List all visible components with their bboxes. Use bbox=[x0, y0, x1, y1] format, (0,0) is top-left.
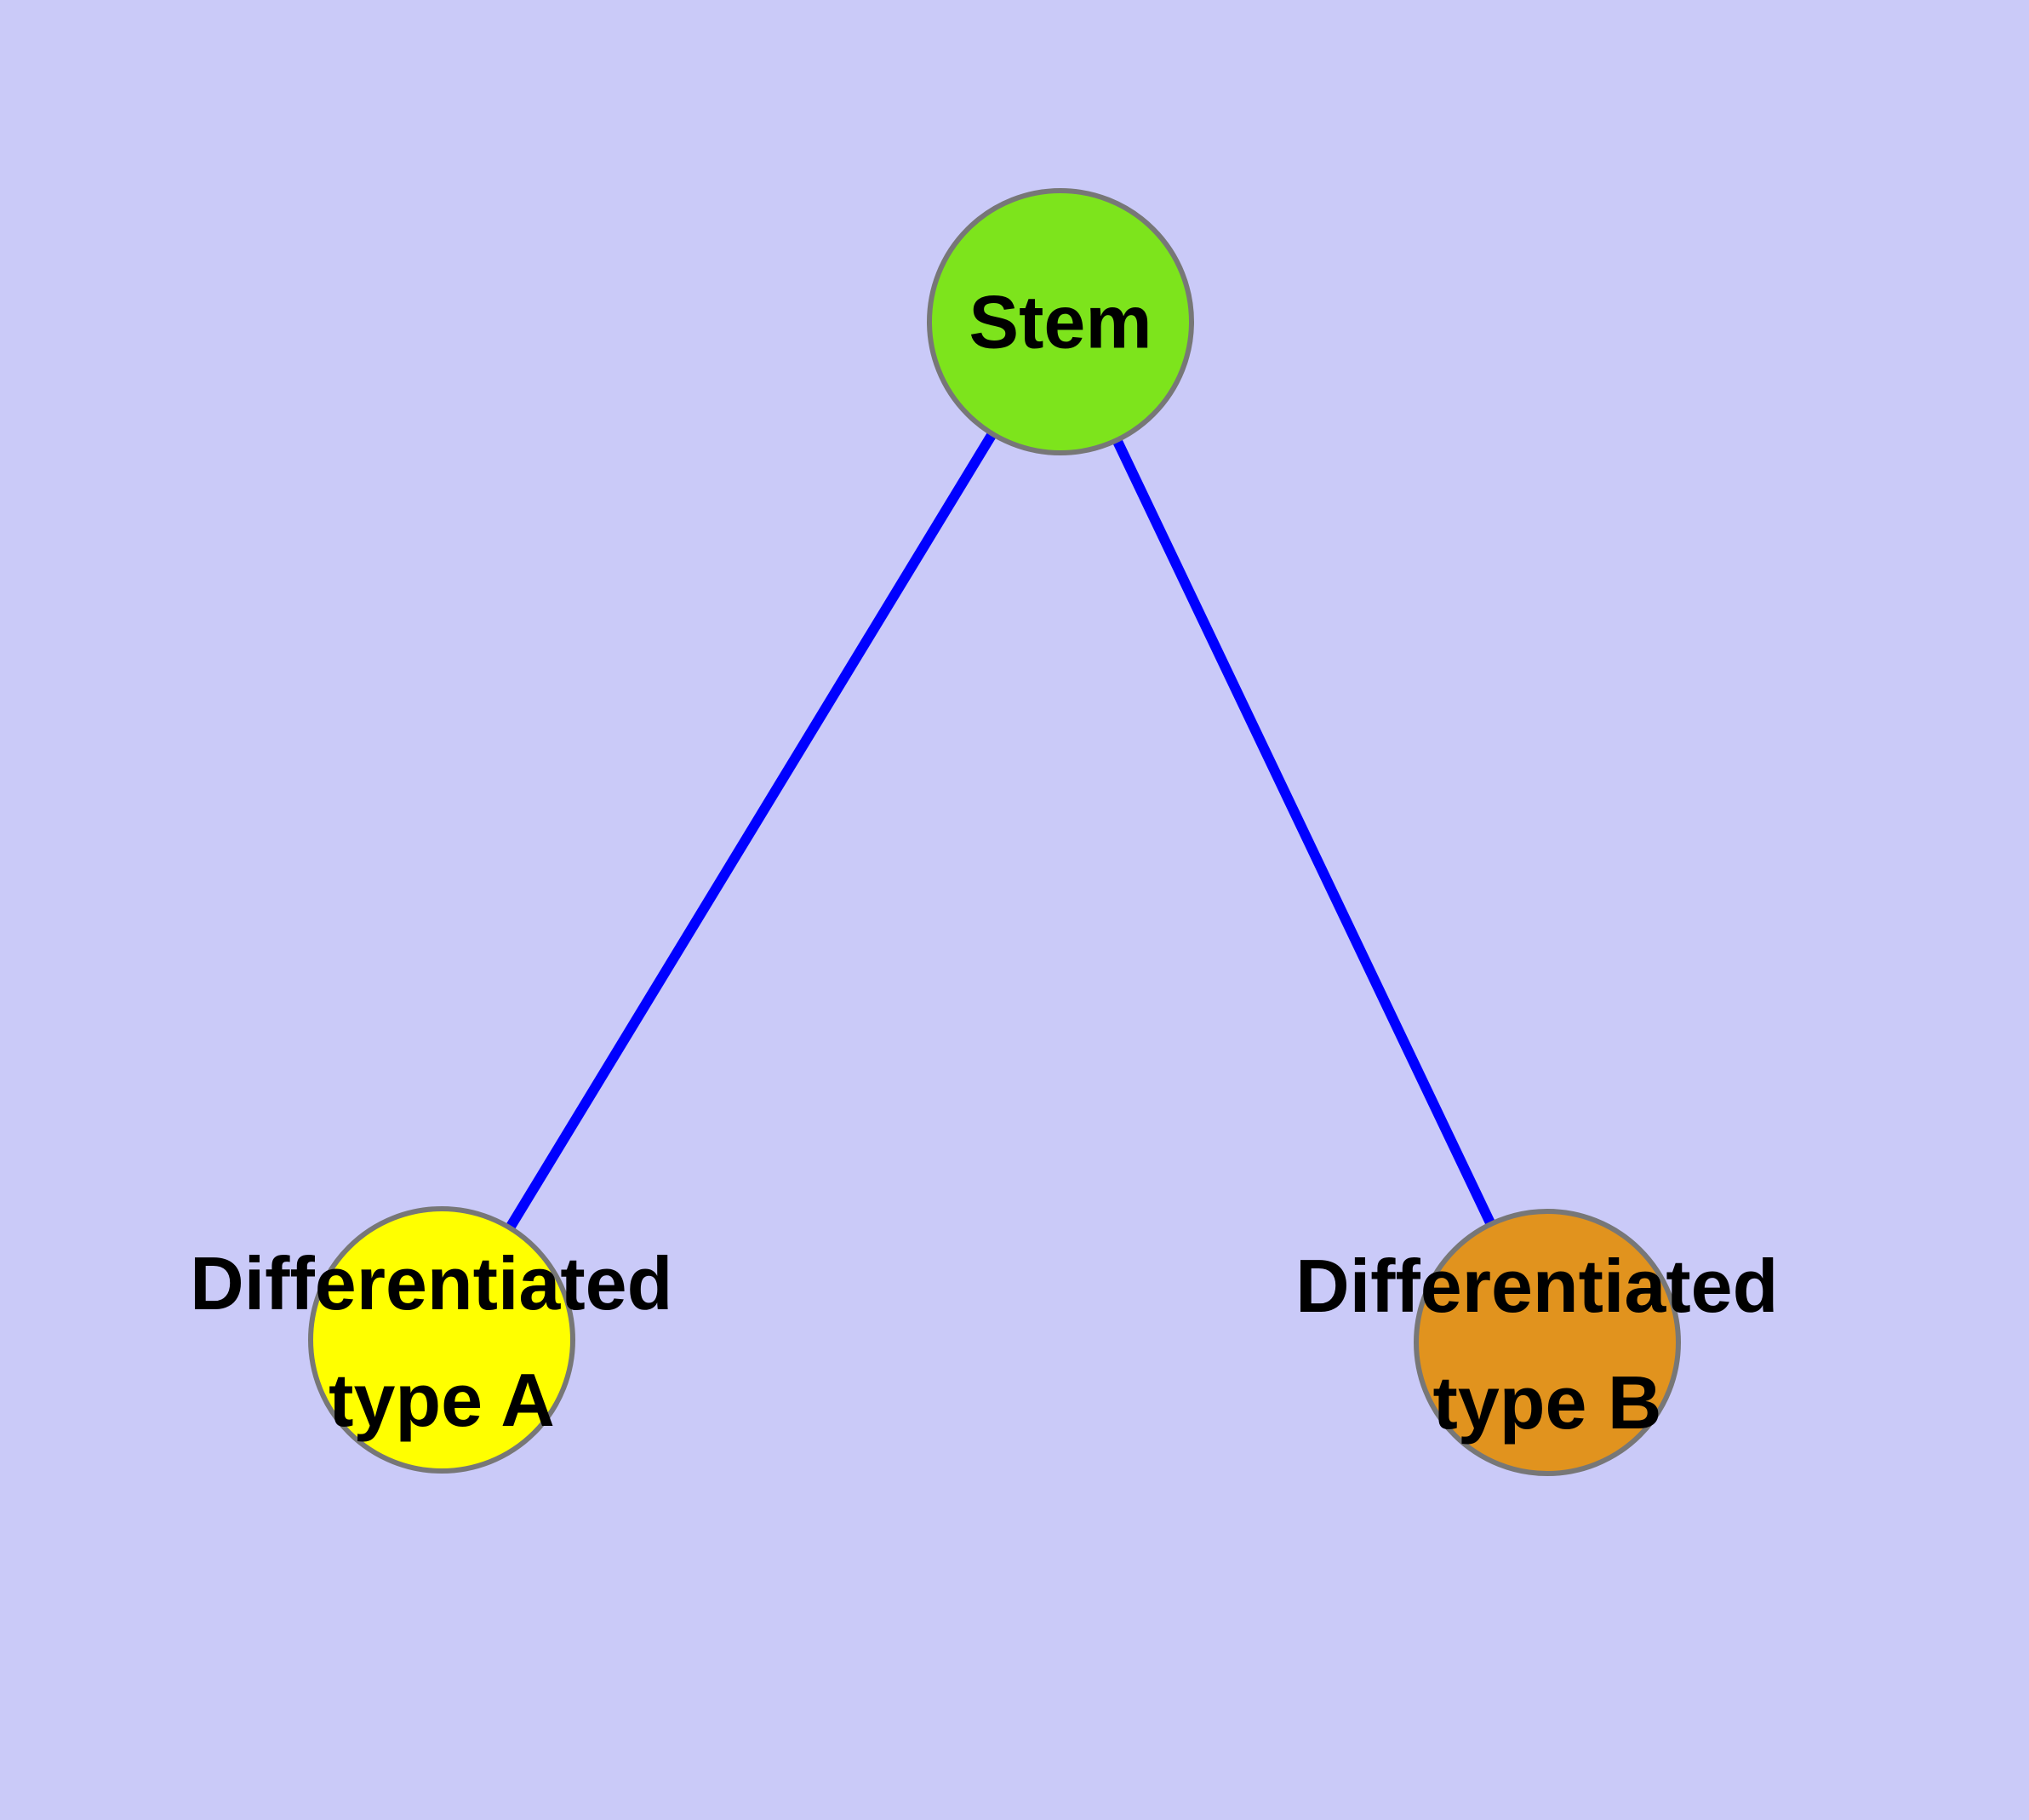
node-type-b-label-line2: type B bbox=[1433, 1360, 1662, 1445]
edge-stem-to-type-a bbox=[437, 318, 1066, 1343]
node-type-b-label: Differentiated type B bbox=[1295, 1244, 1799, 1445]
edge-stem-to-type-b bbox=[1055, 319, 1552, 1345]
node-type-b-label-line1: Differentiated bbox=[1295, 1244, 1778, 1328]
node-stem-label: Stem bbox=[969, 280, 1152, 364]
node-type-a-label-line1: Differentiated bbox=[190, 1241, 672, 1325]
node-type-a-label-line2: type A bbox=[329, 1358, 555, 1442]
node-type-a-label: Differentiated type A bbox=[190, 1241, 694, 1442]
node-type-b-circle[interactable] bbox=[1414, 1209, 1681, 1476]
node-type-a-circle[interactable] bbox=[308, 1206, 575, 1474]
node-stem-circle[interactable] bbox=[927, 188, 1194, 455]
